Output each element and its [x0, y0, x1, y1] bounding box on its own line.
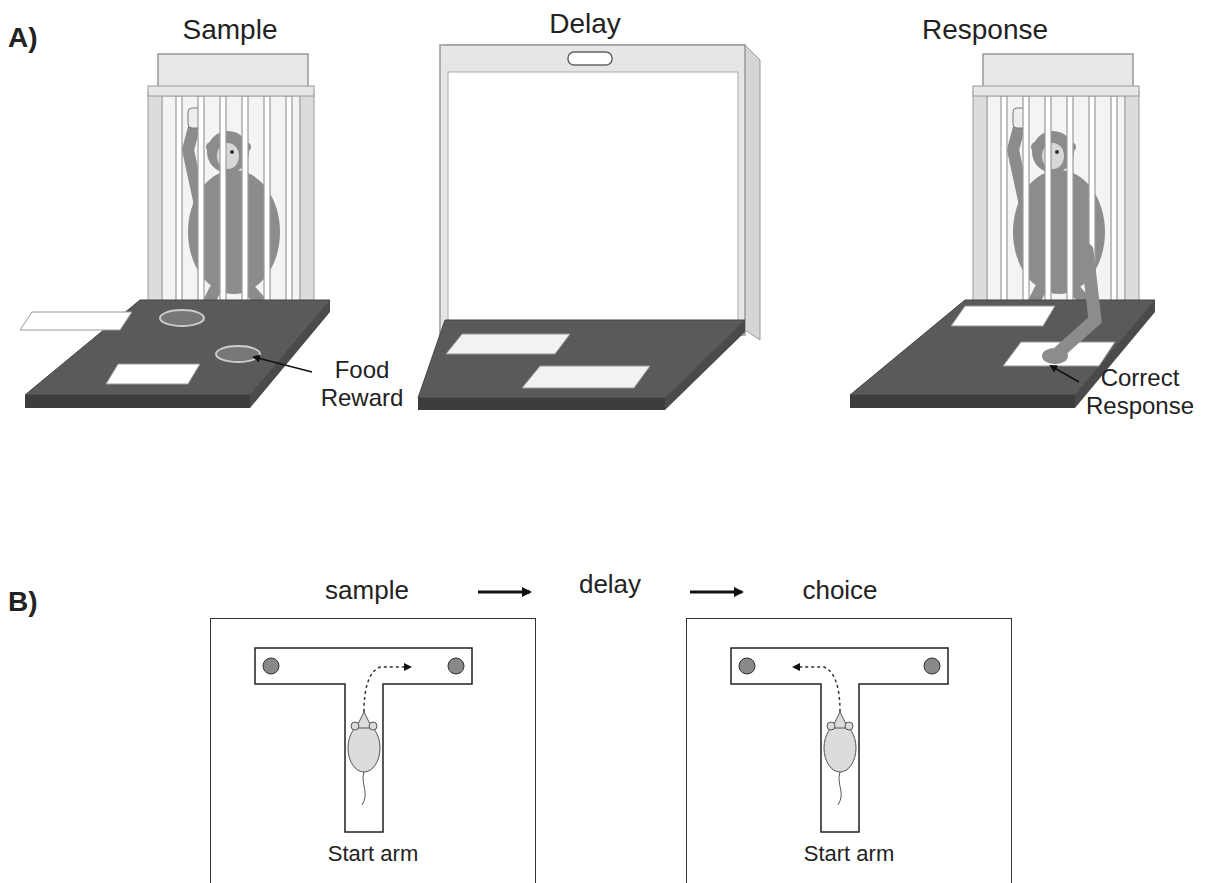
phase-title: sample: [302, 576, 432, 606]
sample-panel-part: [254, 357, 312, 372]
response-panel-part: [1042, 348, 1068, 364]
t-maze-part: [824, 724, 856, 772]
t-maze-part: [351, 722, 359, 730]
t-maze-part: [263, 658, 279, 674]
phase-title: Response: [900, 14, 1070, 46]
phase-arrow: [690, 591, 742, 594]
delay-panel-part: [418, 398, 665, 410]
t-maze-part: [364, 667, 410, 712]
t-maze-part: [794, 667, 840, 712]
sample-panel-part: [216, 346, 260, 362]
t-maze-part: [362, 772, 365, 805]
phase-title: Sample: [150, 14, 310, 46]
t-maze-part: [348, 724, 380, 772]
phase-title: Delay: [505, 8, 665, 40]
t-maze-part: [369, 722, 377, 730]
t-maze-part: [845, 722, 853, 730]
t-maze-part: [838, 772, 841, 805]
t-maze-part: [739, 658, 755, 674]
delay-panel-part: [445, 45, 760, 340]
t-maze-part: [448, 658, 464, 674]
delay-panel-part: [665, 320, 745, 410]
delay-panel-part: [418, 320, 745, 398]
t-maze-part: [924, 658, 940, 674]
phase-arrow: [478, 591, 530, 594]
response-panel-part: [1051, 366, 1079, 382]
t-maze-part: [731, 648, 948, 832]
sample-panel: [20, 54, 330, 408]
response-panel-part: [1057, 250, 1095, 354]
t-maze-part: [827, 722, 835, 730]
sample-panel-part: [160, 310, 204, 326]
panel-letter: B): [8, 586, 68, 618]
response-panel: [850, 54, 1155, 408]
maze-frame: Start arm: [686, 618, 1012, 883]
delay-panel: [418, 45, 760, 410]
sample-panel-part: [106, 364, 200, 384]
response-panel-part: [951, 306, 1055, 326]
delay-panel-part: [568, 52, 612, 65]
phase-title: choice: [775, 576, 905, 606]
delay-panel-part: [522, 366, 650, 388]
t-maze-part: [255, 648, 472, 832]
response-panel-part: [973, 54, 1139, 310]
callout-label: Correct Response: [1078, 364, 1202, 419]
panel-letter: A): [8, 22, 68, 54]
sample-panel-part: [148, 54, 314, 310]
delay-panel-part: [440, 45, 745, 335]
t-maze: [255, 648, 472, 832]
t-maze: [731, 648, 948, 832]
callout-label: Food Reward: [307, 356, 417, 411]
sample-panel-part: [20, 312, 132, 330]
maze-label: Start arm: [687, 841, 1011, 867]
delay-panel-part: [448, 72, 738, 330]
maze-frame: Start arm: [210, 618, 536, 883]
delay-panel-part: [446, 334, 570, 354]
phase-title: delay: [545, 570, 675, 600]
maze-label: Start arm: [211, 841, 535, 867]
